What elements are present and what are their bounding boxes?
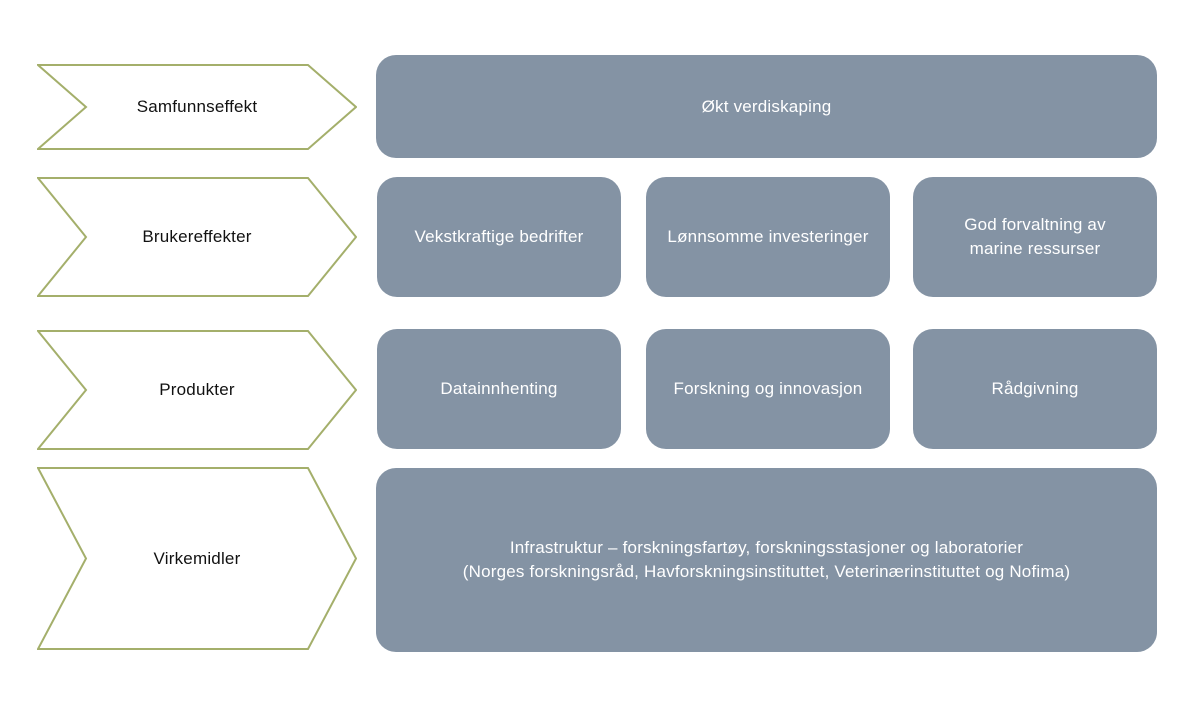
stage-chevron-samfunnseffekt: Samfunnseffekt <box>37 64 357 150</box>
box-text: Datainnhenting <box>440 379 558 398</box>
box-forskning-og-innovasjon: Forskning og innovasjon <box>646 329 890 449</box>
box-text-line-2: marine ressurser <box>969 239 1101 258</box>
box-lonnsomme-investeringer: Lønnsomme investeringer <box>646 177 890 297</box>
box-text-line-1: God forvaltning av <box>964 215 1106 234</box>
stage-chevron-produkter: Produkter <box>37 330 357 450</box>
box-okt-verdiskaping: Økt verdiskaping <box>376 55 1157 158</box>
box-god-forvaltning: God forvaltning av marine ressurser <box>913 177 1157 297</box>
stage-chevron-virkemidler: Virkemidler <box>37 467 357 650</box>
stage-chevron-brukereffekter: Brukereffekter <box>37 177 357 297</box>
chevron-arrow-icon <box>37 330 357 450</box>
box-text: Forskning og innovasjon <box>673 379 863 398</box>
stage-label-virkemidler: Virkemidler <box>153 548 241 568</box>
box-vekstkraftige-bedrifter: Vekstkraftige bedrifter <box>377 177 621 297</box>
box-text: Vekstkraftige bedrifter <box>414 227 584 246</box>
chevron-arrow-icon <box>37 177 357 297</box>
box-datainnhenting: Datainnhenting <box>377 329 621 449</box>
stage-label-brukereffekter: Brukereffekter <box>142 227 252 246</box>
box-infrastruktur: Infrastruktur – forskningsfartøy, forskn… <box>376 468 1157 652</box>
box-text-line-1: Infrastruktur – forskningsfartøy, forskn… <box>509 538 1024 557</box>
box-text: Rådgivning <box>991 379 1079 398</box>
box-text: Økt verdiskaping <box>701 96 832 116</box>
box-radgivning: Rådgivning <box>913 329 1157 449</box>
chevron-arrow-icon <box>37 64 357 150</box>
stage-label-samfunnseffekt: Samfunnseffekt <box>136 97 258 116</box>
stage-label-produkter: Produkter <box>159 380 235 399</box>
box-text-line-2: (Norges forskningsråd, Havforskningsinst… <box>462 562 1071 581</box>
chevron-arrow-icon <box>37 467 357 650</box>
box-text: Lønnsomme investeringer <box>667 227 869 246</box>
